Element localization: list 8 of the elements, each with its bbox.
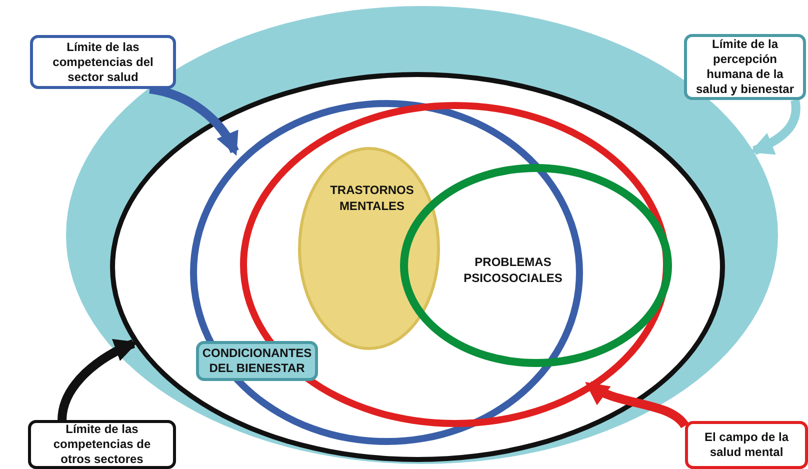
callout-box: Límite de las competencias de otros sectores <box>28 420 176 469</box>
arrow <box>58 339 138 420</box>
set-label: TRASTORNOS MENTALES <box>329 182 415 214</box>
callout-box: El campo de la salud mental <box>685 421 808 469</box>
callout-box: Límite de la percepción humana de la salud y bienestar <box>684 34 806 100</box>
set-label: PROBLEMAS PSICOSOCIALES <box>462 254 564 286</box>
arrow <box>750 99 800 155</box>
callout-box: Límite de las competencias del sector salud <box>30 35 176 89</box>
